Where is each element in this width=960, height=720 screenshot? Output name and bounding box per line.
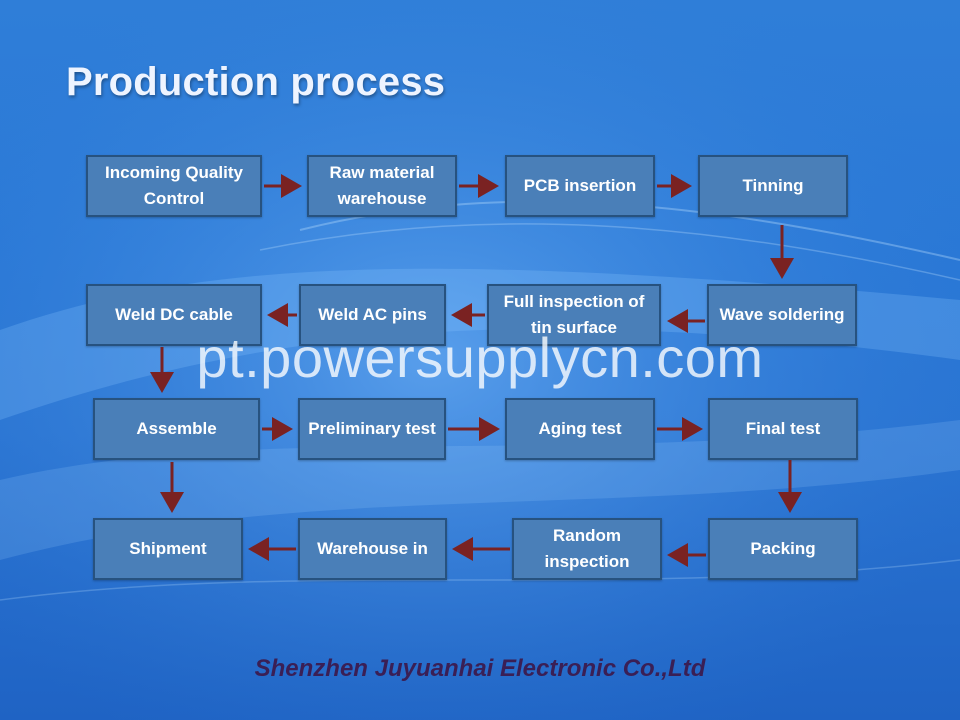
step-packing: Packing (708, 518, 858, 580)
step-label: PCB insertion (523, 176, 637, 195)
step-weld-ac-pins: Weld AC pins (299, 284, 446, 346)
step-random-inspection: Random inspection (512, 518, 662, 580)
step-label: Wave soldering (719, 305, 845, 324)
watermark: pt.powersupplycn.com (196, 326, 764, 389)
step-label: Raw material warehouse (329, 163, 435, 208)
step-full-inspection-tin-surface: Full inspection of tin surface (487, 284, 661, 346)
step-label: Warehouse in (317, 539, 428, 558)
step-label: Tinning (742, 176, 804, 195)
step-raw-material-warehouse: Raw material warehouse (307, 155, 457, 217)
page-title: Production process (66, 60, 446, 104)
step-shipment: Shipment (93, 518, 243, 580)
step-label: Aging test (538, 419, 622, 438)
step-label: Random inspection (544, 526, 630, 571)
step-label: Packing (750, 539, 816, 558)
step-label: Full inspection of tin surface (503, 292, 645, 337)
step-label: Weld AC pins (318, 305, 427, 324)
step-warehouse-in: Warehouse in (298, 518, 447, 580)
step-assemble: Assemble (93, 398, 260, 460)
step-pcb-insertion: PCB insertion (505, 155, 655, 217)
step-label: Final test (745, 419, 821, 438)
step-label: Weld DC cable (115, 305, 233, 324)
step-tinning: Tinning (698, 155, 848, 217)
step-final-test: Final test (708, 398, 858, 460)
step-label: Preliminary test (308, 419, 436, 438)
step-label: Incoming Quality Control (105, 163, 243, 208)
step-aging-test: Aging test (505, 398, 655, 460)
step-incoming-quality-control: Incoming Quality Control (86, 155, 262, 217)
step-label: Assemble (136, 419, 217, 438)
company-footer: Shenzhen Juyuanhai Electronic Co.,Ltd (254, 655, 706, 682)
step-preliminary-test: Preliminary test (298, 398, 446, 460)
step-weld-dc-cable: Weld DC cable (86, 284, 262, 346)
step-wave-soldering: Wave soldering (707, 284, 857, 346)
step-label: Shipment (129, 539, 207, 558)
